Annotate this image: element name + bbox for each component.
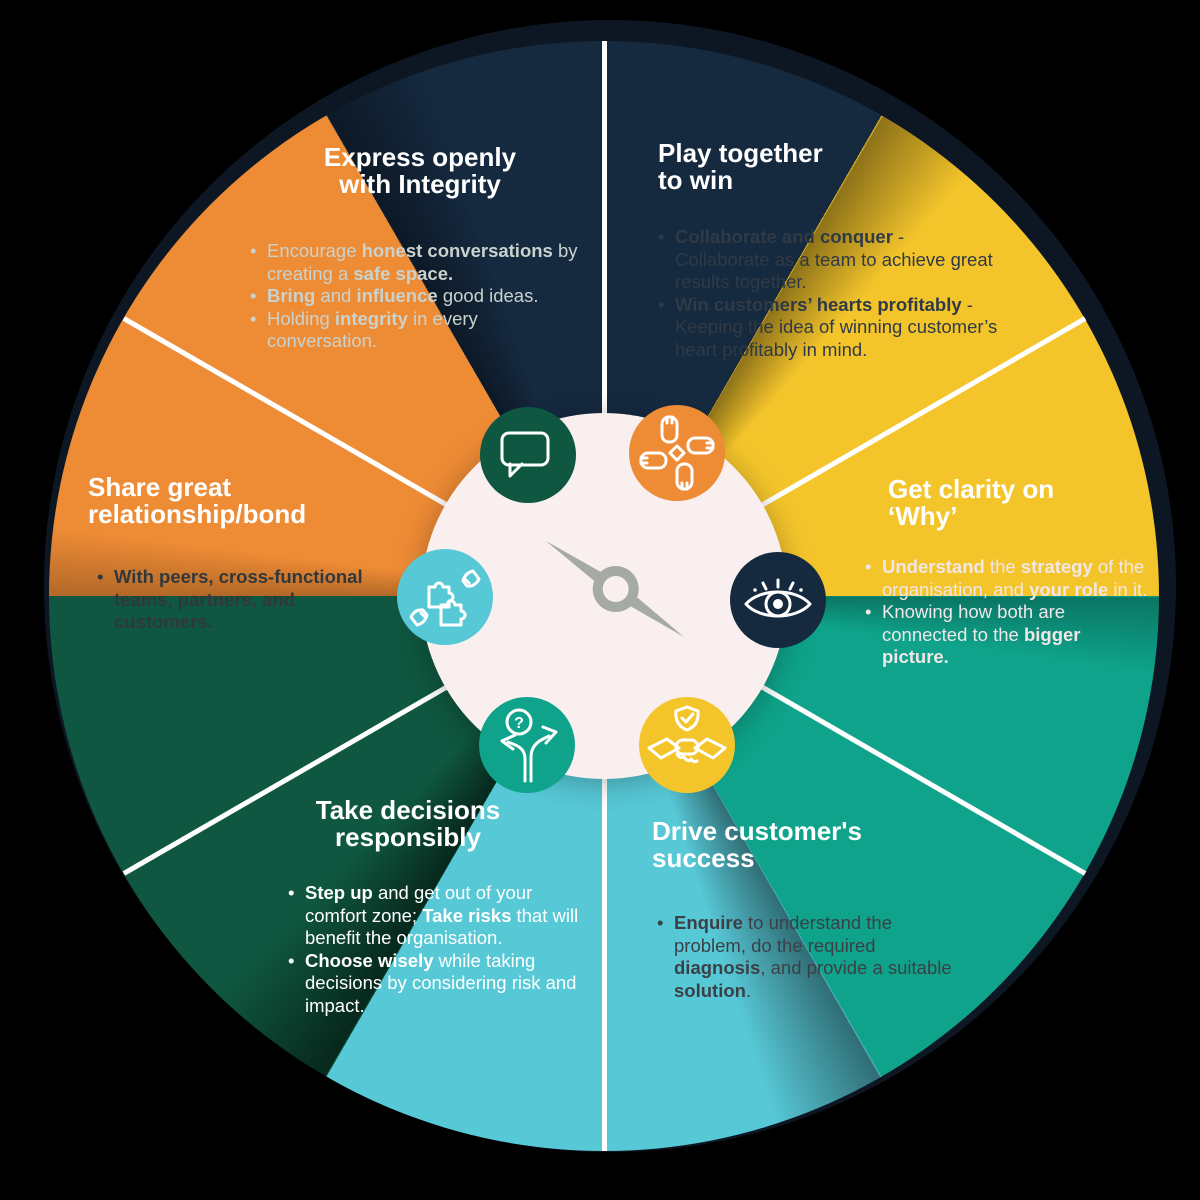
segment-divider [601,41,607,596]
segment-bullets-express-openly: Encourage honest conversations by creati… [245,240,589,353]
puzzle-hands-icon [397,549,493,645]
segment-bullets-drive-success: Enquire to understand the problem, do th… [652,912,954,1002]
bullet-item: Knowing how both are connected to the bi… [865,601,1150,669]
handshake-shield-icon [639,697,735,793]
segment-title-take-decisions: Take decisions responsibly [315,795,501,852]
team-hands-icon [629,405,725,501]
segment-title-drive-success: Drive customer's success [652,816,862,873]
bullet-item: Encourage honest conversations by creati… [250,240,589,285]
segment-title-play-together: Play together to win [658,138,823,195]
bullet-item: Choose wisely while taking decisions by … [288,950,589,1018]
segment-title-share-relationship: Share great relationship/bond [88,472,307,529]
bullet-item: Understand the strategy of the organisat… [865,556,1150,601]
bullet-item: Enquire to understand the problem, do th… [657,912,954,1002]
segment-title-express-openly: Express openly with Integrity [323,142,517,199]
bullet-item: With peers, cross-functional teams, part… [97,566,382,634]
compass-needle-icon [546,541,684,637]
svg-text:?: ? [514,715,524,732]
bullet-item: Step up and get out of your comfort zone… [288,882,589,950]
bullet-item: Collaborate and conquer - Collaborate as… [658,226,1000,294]
decision-paths-icon: ? [479,697,575,793]
eye-icon [730,552,826,648]
segment-bullets-play-together: Collaborate and conquer - Collaborate as… [653,226,1000,361]
segment-title-get-clarity: Get clarity on ‘Why’ [888,474,1055,531]
bullet-item: Win customers’ hearts profitably - Keepi… [658,294,1000,362]
bullet-item: Bring and influence good ideas. [250,285,589,308]
bullet-item: Holding integrity in every conversation. [250,308,589,353]
segment-bullets-share-relationship: With peers, cross-functional teams, part… [92,566,382,634]
speech-bubble-icon [480,407,576,503]
segment-bullets-take-decisions: Step up and get out of your comfort zone… [283,882,589,1017]
segment-bullets-get-clarity: Understand the strategy of the organisat… [860,556,1150,669]
